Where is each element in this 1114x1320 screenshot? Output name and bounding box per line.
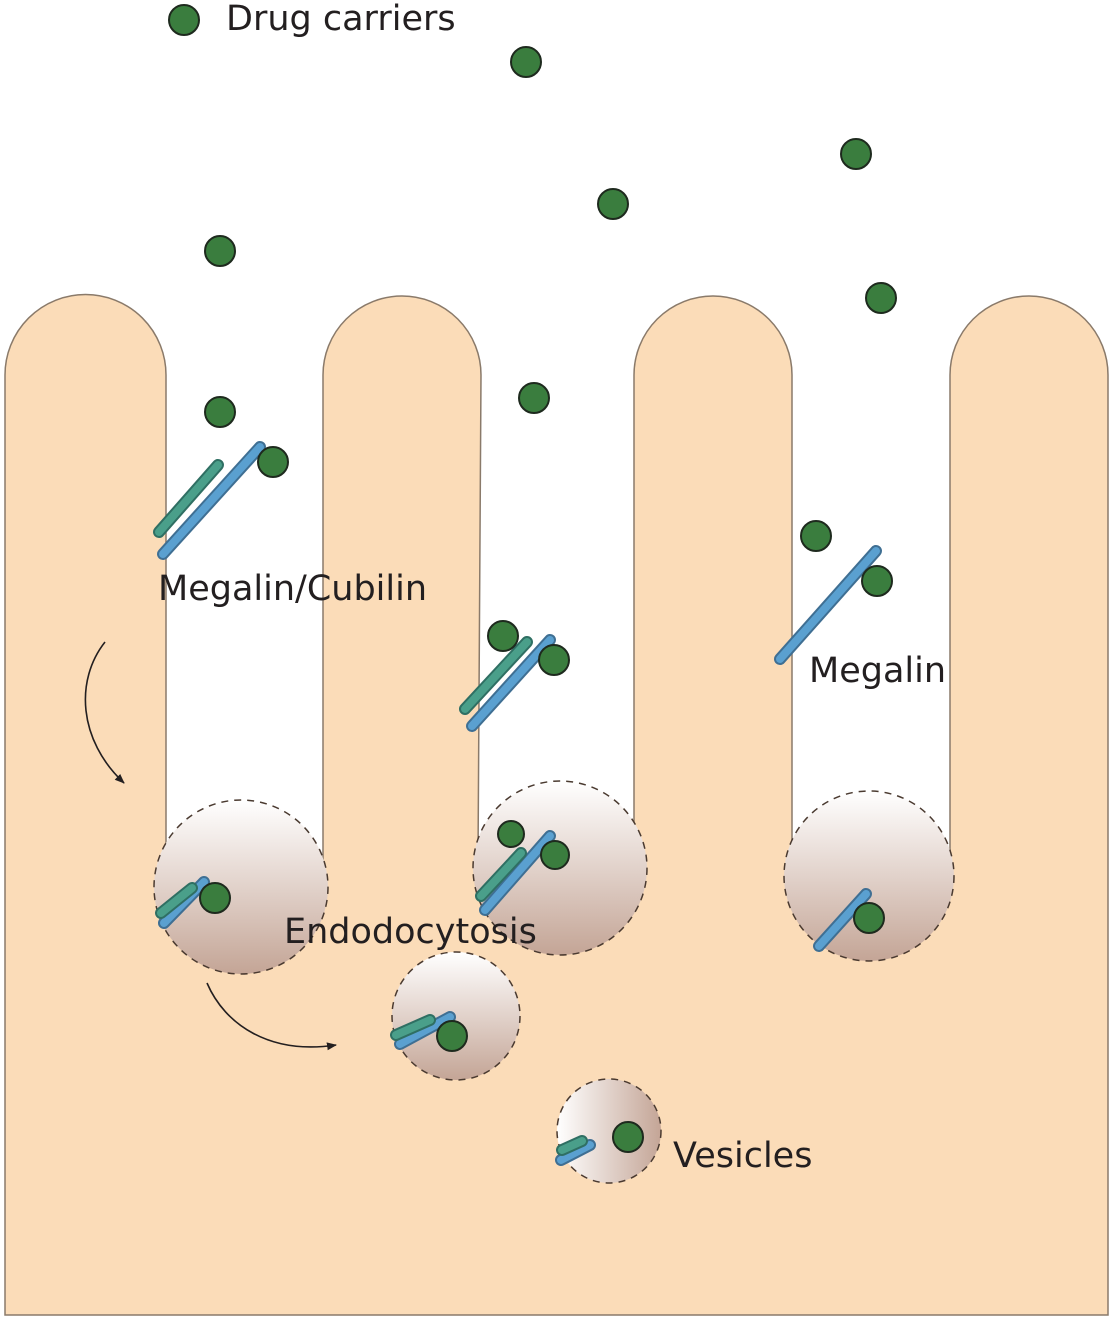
label-endocytosis: Endodocytosis (284, 912, 537, 952)
drug-carrier-particle (540, 840, 570, 870)
drug-carrier-particle (487, 620, 519, 652)
vesicle-transport-arrow-icon (206, 982, 337, 1051)
vesicle-internal-2 (555, 1078, 662, 1184)
label-vesicles: Vesicles (673, 1136, 813, 1176)
vesicle-budding-1 (153, 799, 329, 975)
drug-carrier-particle (199, 882, 231, 914)
megalin-cubilin-receptor-1 (153, 441, 266, 560)
label-megalin-cubilin: Megalin/Cubilin (158, 569, 428, 609)
drug-carriers (168, 4, 897, 676)
legend-label: Drug carriers (226, 0, 456, 39)
drug-carrier-particle (538, 644, 570, 676)
drug-carrier-particle (510, 46, 542, 78)
drug-carrier-particle (497, 820, 525, 848)
drug-carrier-particle (436, 1020, 468, 1052)
label-megalin: Megalin (809, 651, 947, 691)
internalization-arrow-icon (84, 641, 125, 784)
legend-drug-carrier-icon (168, 4, 200, 36)
drug-carrier-particle (865, 282, 897, 314)
drug-carrier-particle (853, 902, 885, 934)
drug-carrier-particle (800, 520, 832, 552)
drug-carrier-particle (204, 396, 236, 428)
drug-carrier-particle (257, 446, 289, 478)
drug-carrier-particle (204, 235, 236, 267)
vesicle-budding-3 (783, 790, 955, 962)
vesicle-budding-2 (472, 780, 648, 956)
megalin-receptor (774, 545, 882, 665)
drug-carrier-particle (840, 138, 872, 170)
drug-carrier-particle (861, 565, 893, 597)
megalin-cubilin-receptor-2 (459, 634, 556, 732)
drug-carrier-particle (518, 382, 550, 414)
drug-carrier-particle (597, 188, 629, 220)
vesicle-internal-1 (390, 951, 521, 1081)
drug-carrier-particle (612, 1121, 644, 1153)
